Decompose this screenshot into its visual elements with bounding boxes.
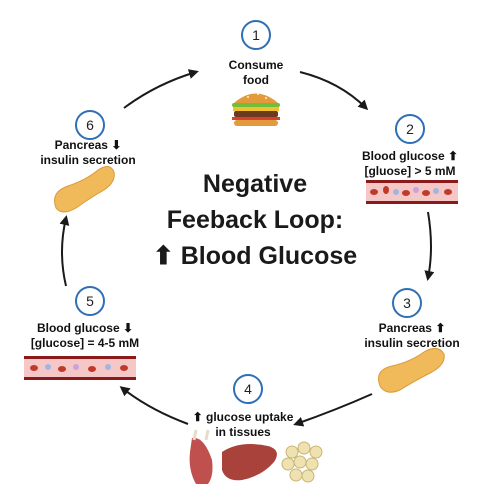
step-2-label: Blood glucose ⬆[gluose] > 5 mM [361, 149, 459, 178]
arrow-5-to-6 [59, 215, 70, 287]
blood-vessel-high-icon [366, 180, 458, 204]
arrow-2-to-3 [424, 211, 435, 281]
step-3-label: Pancreas ⬆insulin secretion [364, 321, 460, 350]
liver-icon [222, 444, 277, 481]
step-6-label: Pancreas ⬇insulin secretion [40, 138, 136, 167]
arrow-1-to-2 [299, 71, 369, 111]
up-arrow-icon: ⬆ [152, 242, 174, 270]
step-2-number: 2 [395, 114, 425, 144]
burger-icon [232, 93, 280, 126]
diagram-title: Negative Feeback Loop: ⬆ Blood Glucose [130, 166, 380, 274]
blood-vessel-normal-icon [24, 356, 136, 380]
step-5-label: Blood glucose ⬇[glucose] = 4-5 mM [30, 321, 140, 350]
muscle-icon [189, 429, 213, 484]
title-line-3-text: Blood Glucose [180, 242, 358, 270]
arrow-6-to-1 [123, 69, 199, 109]
pancreas-icon-step3 [378, 348, 445, 393]
step-3-number: 3 [392, 288, 422, 318]
step-6-number: 6 [75, 110, 105, 140]
step-4-number: 4 [233, 374, 263, 404]
title-line-3: ⬆ Blood Glucose [130, 238, 380, 274]
title-line-1: Negative [202, 170, 308, 198]
arrow-3-to-4 [293, 393, 373, 427]
pancreas-icon-step6 [54, 166, 115, 213]
arrow-4-to-5 [119, 386, 189, 425]
title-line-2: Feeback Loop: [166, 206, 344, 234]
step-5-number: 5 [75, 286, 105, 316]
step-1-number: 1 [241, 20, 271, 50]
fat-cells-icon [281, 441, 323, 483]
